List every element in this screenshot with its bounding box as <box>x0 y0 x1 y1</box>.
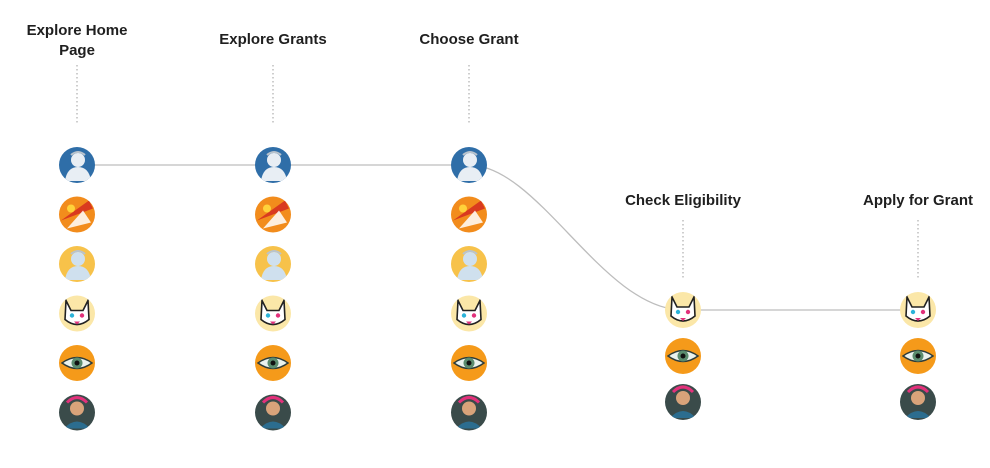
stage-choose-grant: Choose Grant <box>419 31 519 431</box>
cat-icon <box>260 297 286 326</box>
stage-apply-grant: Apply for Grant <box>863 192 973 420</box>
persona-avatar-cat-pop[interactable] <box>665 292 701 328</box>
abstract-art-icon <box>257 200 289 229</box>
persona-avatar-eye-orange[interactable] <box>255 345 291 381</box>
abstract-art-icon <box>61 200 93 229</box>
persona-avatar-cat-pop[interactable] <box>255 295 291 332</box>
portrait-icon <box>905 385 931 418</box>
abstract-art-icon <box>453 200 485 229</box>
stage-title-check-eligibility: Check Eligibility <box>625 192 742 209</box>
eye-icon <box>452 356 486 370</box>
persona-avatar-abstract-orange[interactable] <box>59 196 95 233</box>
persona-avatar-bust-blue[interactable] <box>59 147 95 183</box>
persona-avatar-bust-blue[interactable] <box>255 147 291 183</box>
persona-avatar-eye-orange[interactable] <box>665 338 701 374</box>
portrait-icon <box>456 396 482 429</box>
persona-avatar-bust-blue[interactable] <box>451 147 487 183</box>
persona-avatar-cat-pop[interactable] <box>451 295 487 332</box>
eye-icon <box>60 356 94 370</box>
stage-title-explore-home-line-2: Page <box>59 42 95 59</box>
stage-check-eligibility: Check Eligibility <box>625 192 742 420</box>
persona-avatar-portrait-dark[interactable] <box>900 384 936 420</box>
journey-path <box>77 164 918 311</box>
persona-avatar-cat-pop[interactable] <box>59 295 95 332</box>
persona-avatar-eye-orange[interactable] <box>900 338 936 374</box>
eye-icon <box>666 349 700 363</box>
eye-icon <box>256 356 290 370</box>
eye-icon <box>901 349 935 363</box>
statue-bust-icon <box>65 151 91 181</box>
stage-title-explore-grants: Explore Grants <box>219 31 327 48</box>
persona-avatar-bust-yellow[interactable] <box>255 246 291 282</box>
cat-icon <box>64 297 90 326</box>
statue-bust-icon <box>65 250 91 280</box>
persona-avatar-abstract-orange[interactable] <box>255 196 291 233</box>
statue-bust-icon <box>261 151 287 181</box>
persona-avatar-bust-yellow[interactable] <box>451 246 487 282</box>
persona-avatar-cat-pop[interactable] <box>900 292 936 328</box>
statue-bust-icon <box>457 151 483 181</box>
statue-bust-icon <box>457 250 483 280</box>
persona-avatar-portrait-dark[interactable] <box>451 394 487 431</box>
portrait-icon <box>670 385 696 418</box>
stage-explore-grants: Explore Grants <box>219 31 327 431</box>
persona-avatar-eye-orange[interactable] <box>59 345 95 381</box>
portrait-icon <box>260 396 286 429</box>
persona-avatar-abstract-orange[interactable] <box>451 196 487 233</box>
cat-icon <box>456 297 482 326</box>
persona-avatar-portrait-dark[interactable] <box>665 384 701 420</box>
statue-bust-icon <box>261 250 287 280</box>
persona-avatar-eye-orange[interactable] <box>451 345 487 381</box>
stage-title-explore-home-line-1: Explore Home <box>27 22 128 39</box>
stage-title-apply-grant: Apply for Grant <box>863 192 973 209</box>
persona-avatar-bust-yellow[interactable] <box>59 246 95 282</box>
stage-title-choose-grant: Choose Grant <box>419 31 518 48</box>
persona-avatar-portrait-dark[interactable] <box>255 394 291 431</box>
portrait-icon <box>64 396 90 429</box>
cat-icon <box>670 293 696 322</box>
cat-icon <box>905 293 931 322</box>
persona-avatar-portrait-dark[interactable] <box>59 394 95 431</box>
